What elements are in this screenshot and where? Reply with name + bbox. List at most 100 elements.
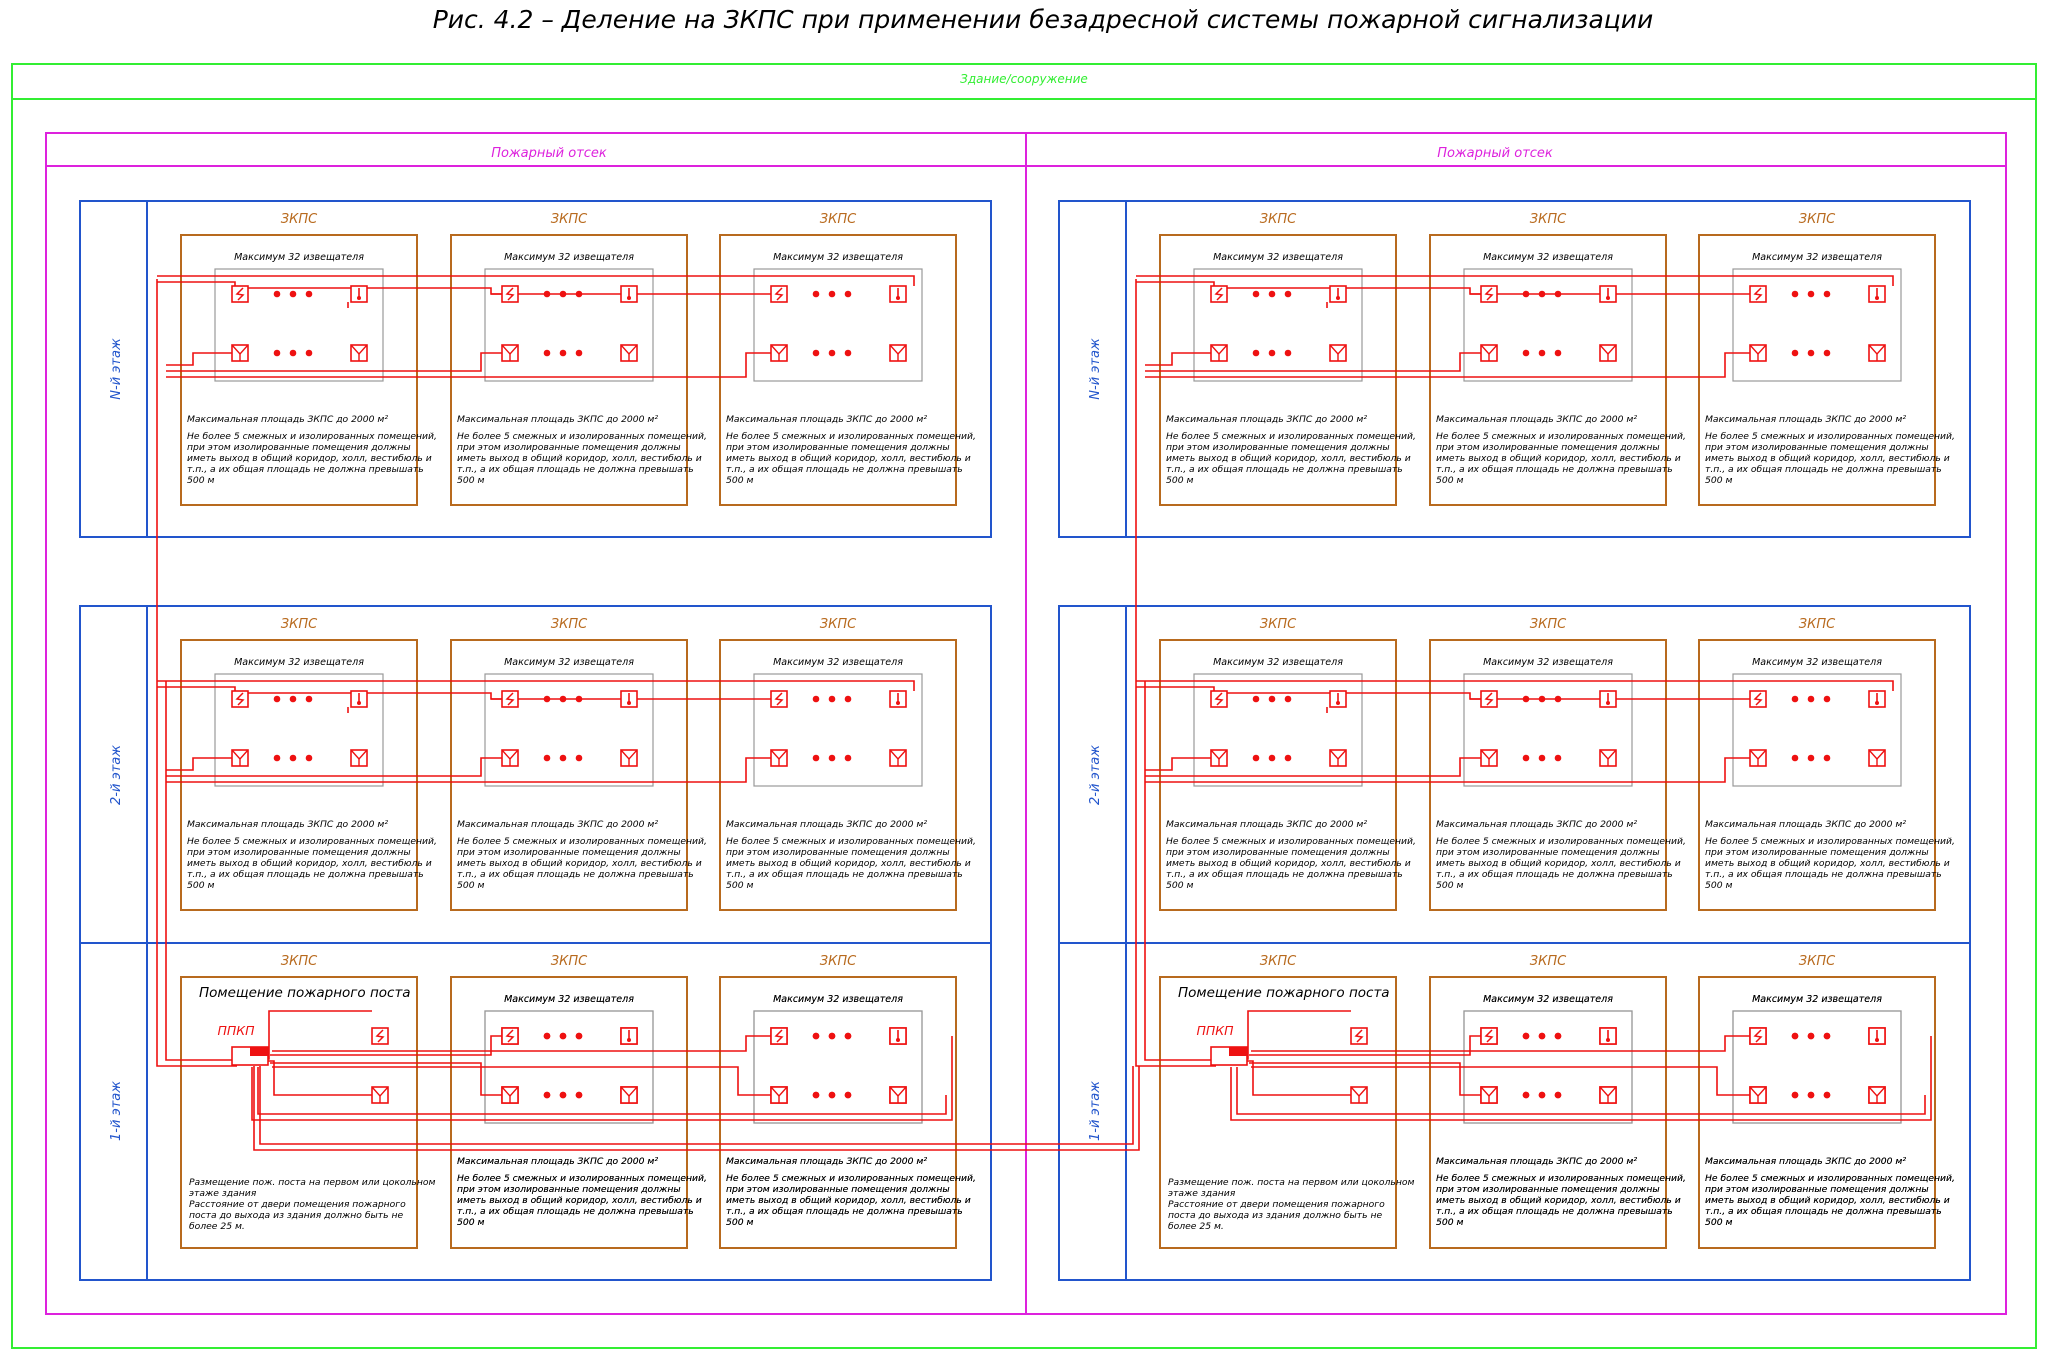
zone-note-line: иметь выход в общий коридор, холл, вести… xyxy=(726,858,971,869)
fire-post-note-line: этаже здания xyxy=(1168,1188,1236,1199)
envelope-icon xyxy=(770,1086,788,1104)
continuation-dot xyxy=(828,1032,836,1040)
zone-label: ЗКПС xyxy=(281,954,318,969)
continuation-dot xyxy=(1538,349,1546,357)
zone-note-line: т.п., а их общая площадь не должна превы… xyxy=(457,1206,694,1217)
lightning-icon xyxy=(1480,690,1498,708)
envelope-icon xyxy=(1210,749,1228,767)
continuation-dot xyxy=(1268,290,1276,298)
lightning-icon xyxy=(770,690,788,708)
continuation-dot xyxy=(1252,754,1260,762)
continuation-dot xyxy=(1252,349,1260,357)
continuation-dot xyxy=(844,754,852,762)
continuation-dot xyxy=(273,695,281,703)
detector-group-box xyxy=(753,268,923,382)
continuation-dot xyxy=(828,349,836,357)
continuation-dot xyxy=(273,754,281,762)
zone-note-heading: Максимальная площадь ЗКПС до 2000 м² xyxy=(1436,1156,1637,1167)
lightning-icon-bolt xyxy=(1214,692,1224,706)
zone-note-line: Не более 5 смежных и изолированных помещ… xyxy=(1166,431,1416,442)
envelope-icon xyxy=(1868,749,1886,767)
continuation-dot xyxy=(1538,754,1546,762)
zone-frame xyxy=(1698,639,1936,911)
continuation-dot xyxy=(1268,349,1276,357)
envelope-icon xyxy=(1480,1086,1498,1104)
lightning-icon-bolt xyxy=(505,692,515,706)
continuation-dot xyxy=(844,290,852,298)
trunk-wire xyxy=(166,352,502,372)
floor-label: 1-й этаж xyxy=(109,1081,124,1141)
panel-wire xyxy=(270,1062,502,1096)
fire-post-note-line: поста до выхода из здания должно быть не xyxy=(1168,1210,1382,1221)
continuation-dot xyxy=(575,1032,583,1040)
thermometer-icon xyxy=(350,285,368,303)
detector-group-label: Максимум 32 извещателя xyxy=(773,994,903,1005)
zone-note-line: иметь выход в общий коридор, холл, вести… xyxy=(1436,858,1681,869)
zone-frame xyxy=(180,639,418,911)
continuation-dot xyxy=(812,290,820,298)
thermometer-icon xyxy=(1868,1027,1886,1045)
detector-group-label: Максимум 32 извещателя xyxy=(234,252,364,263)
zone-note-line: при этом изолированные помещения должны xyxy=(1436,1184,1660,1195)
continuation-dot xyxy=(1807,695,1815,703)
thermometer-icon xyxy=(1599,1027,1617,1045)
zone-note-heading: Максимальная площадь ЗКПС до 2000 м² xyxy=(1166,414,1367,425)
detector-group-label: Максимум 32 извещателя xyxy=(234,657,364,668)
zone-note-line: 500 м xyxy=(1705,880,1732,891)
inter-compartment-wire xyxy=(259,1066,1134,1145)
thermometer-icon xyxy=(889,285,907,303)
zone-note-line: иметь выход в общий коридор, холл, вести… xyxy=(1705,1195,1950,1206)
thermometer-icon xyxy=(889,1027,907,1045)
envelope-icon xyxy=(1868,344,1886,362)
lightning-icon xyxy=(501,690,519,708)
zone-note-line: иметь выход в общий коридор, холл, вести… xyxy=(1705,453,1950,464)
trunk-wire xyxy=(157,275,915,286)
zone-note-line: иметь выход в общий коридор, холл, вести… xyxy=(1436,453,1681,464)
zone-label: ЗКПС xyxy=(1530,212,1567,227)
continuation-dot xyxy=(575,349,583,357)
continuation-dot xyxy=(1538,1032,1546,1040)
zone-note-heading: Максимальная площадь ЗКПС до 2000 м² xyxy=(726,414,927,425)
panel-wire xyxy=(257,1067,947,1115)
envelope-icon xyxy=(501,1086,519,1104)
continuation-dot xyxy=(1823,1032,1831,1040)
zone-note-line: Не более 5 смежных и изолированных помещ… xyxy=(1436,431,1686,442)
zone-note-line: при этом изолированные помещения должны xyxy=(726,1184,950,1195)
zone-note-line: иметь выход в общий коридор, холл, вести… xyxy=(726,453,971,464)
lightning-icon xyxy=(1749,1027,1767,1045)
envelope-icon xyxy=(889,749,907,767)
continuation-dot xyxy=(828,1091,836,1099)
thermometer-icon-bulb xyxy=(1606,701,1610,705)
continuation-dot xyxy=(1554,349,1562,357)
continuation-dot xyxy=(543,349,551,357)
zone-note-line: 500 м xyxy=(457,1217,484,1228)
continuation-dot xyxy=(1538,1091,1546,1099)
continuation-dot xyxy=(1791,754,1799,762)
thermometer-icon-bulb xyxy=(357,296,361,300)
continuation-dot xyxy=(1823,754,1831,762)
zone-note-line: при этом изолированные помещения должны xyxy=(187,847,411,858)
floor-label: N-й этаж xyxy=(109,338,124,400)
continuation-dot xyxy=(1823,695,1831,703)
detector-group-box xyxy=(484,673,654,787)
zone-frame xyxy=(1429,234,1667,506)
zone-note-line: 500 м xyxy=(457,1217,484,1228)
zone-frame xyxy=(1698,234,1936,506)
detector-group-label: Максимум 32 извещателя xyxy=(773,252,903,263)
envelope-icon xyxy=(1868,1086,1886,1104)
zone-frame xyxy=(719,234,957,506)
zone-label: ЗКПС xyxy=(551,954,588,969)
fire-panel-label: ППКП xyxy=(217,1023,255,1038)
zone-note-line: при этом изолированные помещения должны xyxy=(1705,442,1929,453)
zone-note-line: при этом изолированные помещения должны xyxy=(457,1184,681,1195)
zone-label: ЗКПС xyxy=(1260,617,1297,632)
zone-note-heading: Максимальная площадь ЗКПС до 2000 м² xyxy=(726,1156,927,1167)
fire-post-note-line: Расстояние от двери помещения пожарного xyxy=(1168,1199,1385,1210)
zone-note-heading: Максимальная площадь ЗКПС до 2000 м² xyxy=(726,1156,927,1167)
zone-note-line: иметь выход в общий коридор, холл, вести… xyxy=(187,858,432,869)
floor-label: N-й этаж xyxy=(1088,338,1103,400)
continuation-dot xyxy=(1284,349,1292,357)
continuation-dot xyxy=(559,1091,567,1099)
detector-group-label: Максимум 32 извещателя xyxy=(773,657,903,668)
continuation-dot xyxy=(1791,349,1799,357)
